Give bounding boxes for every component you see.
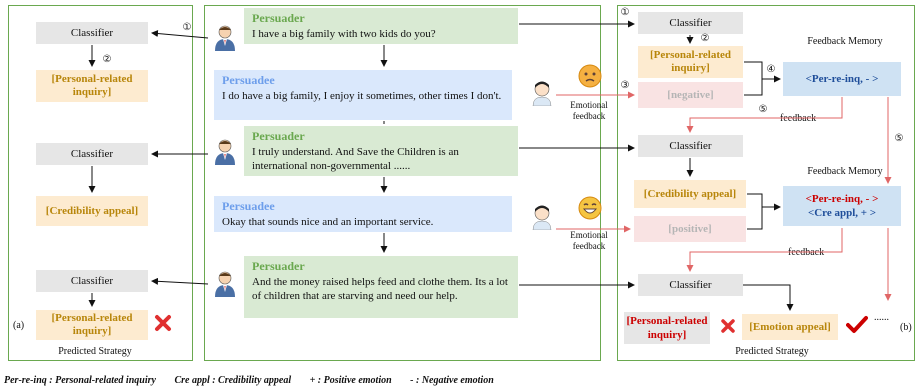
- persuadee-bubble-2: Persuadee Okay that sounds nice and an i…: [214, 196, 512, 232]
- legend-item: Per-re-inq : Personal-related inquiry: [4, 375, 156, 386]
- chosen-strategy: [Emotion appeal]: [742, 314, 838, 340]
- legend-item: - : Negative emotion: [410, 375, 494, 386]
- memory-entry: <Per-re-inq, - >: [805, 73, 879, 85]
- persuader-bubble-2: Persuader I truly understand. And Save t…: [244, 126, 518, 176]
- strategy-a-1: [Personal-related inquiry]: [36, 70, 148, 102]
- speaker-label: Persuader: [252, 259, 305, 273]
- cross-icon-a: [154, 314, 172, 332]
- emotion-b-2: [positive]: [634, 216, 746, 242]
- step-a-1: ①: [182, 22, 192, 33]
- persuader-avatar-icon: [212, 24, 238, 52]
- cross-icon-b: [720, 318, 736, 334]
- persuader-bubble-1: Persuader I have a big family with two k…: [244, 8, 518, 44]
- legend-item: + : Positive emotion: [309, 375, 392, 386]
- emotional-feedback-label-2: Emotional feedback: [570, 230, 608, 251]
- speaker-label: Persuader: [252, 129, 305, 143]
- step-b-5b: ⑤: [894, 133, 904, 144]
- persuadee-avatar-icon: [530, 204, 554, 231]
- speaker-label: Persuadee: [222, 73, 275, 87]
- memory-entry: <Cre appl, + >: [807, 207, 877, 219]
- panel-b-caption: Predicted Strategy: [735, 346, 809, 357]
- utterance-text: And the money raised helps feed and clot…: [252, 276, 508, 302]
- feedback-memory-2: <Per-re-inq, - > <Cre appl, + >: [783, 186, 901, 226]
- persuader-avatar-icon: [212, 138, 238, 166]
- step-b-1: ①: [620, 7, 630, 18]
- speaker-label: Persuadee: [222, 199, 275, 213]
- step-b-2: ②: [700, 33, 710, 44]
- panel-a: [8, 5, 193, 361]
- utterance-text: I truly understand. And Save the Childre…: [252, 146, 459, 172]
- ellipsis: ......: [874, 312, 889, 323]
- persuader-bubble-3: Persuader And the money raised helps fee…: [244, 256, 518, 318]
- strategy-b-1: [Personal-related inquiry]: [638, 46, 743, 78]
- feedback-memory-1: <Per-re-inq, - >: [783, 62, 901, 96]
- speaker-label: Persuader: [252, 11, 305, 25]
- happy-face-icon: [578, 196, 602, 220]
- classifier-a-1: Classifier: [36, 22, 148, 44]
- classifier-a-3: Classifier: [36, 270, 148, 292]
- persuadee-avatar-icon: [530, 80, 554, 107]
- utterance-text: I have a big family with two kids do you…: [252, 28, 436, 40]
- legend-item: Cre appl : Credibility appeal: [174, 375, 292, 386]
- step-b-3: ③: [620, 80, 630, 91]
- emotional-feedback-label-1: Emotional feedback: [570, 100, 608, 121]
- panel-a-caption: Predicted Strategy: [58, 346, 132, 357]
- sad-face-icon: [578, 64, 602, 88]
- step-b-4: ④: [766, 64, 776, 75]
- utterance-text: Okay that sounds nice and an important s…: [222, 216, 434, 228]
- panel-b-label: (b): [900, 322, 912, 333]
- legend: Per-re-inq : Personal-related inquiry Cr…: [4, 375, 510, 386]
- strategy-a-3: [Personal-related inquiry]: [36, 310, 148, 340]
- persuader-avatar-icon: [212, 270, 238, 298]
- strategy-b-2: [Credibility appeal]: [634, 180, 746, 208]
- classifier-b-3: Classifier: [638, 274, 743, 296]
- rejected-strategy: [Personal-related inquiry]: [624, 312, 710, 344]
- step-b-5a: ⑤: [758, 104, 768, 115]
- classifier-b-1: Classifier: [638, 12, 743, 34]
- check-icon: [846, 315, 868, 335]
- persuadee-bubble-1: Persuadee I do have a big family, I enjo…: [214, 70, 512, 120]
- utterance-text: I do have a big family, I enjoy it somet…: [222, 90, 502, 102]
- classifier-b-2: Classifier: [638, 135, 743, 157]
- memory-title-1: Feedback Memory: [807, 36, 883, 47]
- classifier-a-2: Classifier: [36, 143, 148, 165]
- emotion-b-1: [negative]: [638, 82, 743, 108]
- strategy-a-2: [Credibility appeal]: [36, 196, 148, 226]
- memory-entry: <Per-re-inq, - >: [805, 193, 879, 205]
- step-a-2: ②: [102, 54, 112, 65]
- panel-a-label: (a): [13, 320, 25, 331]
- memory-title-2: Feedback Memory: [807, 166, 883, 177]
